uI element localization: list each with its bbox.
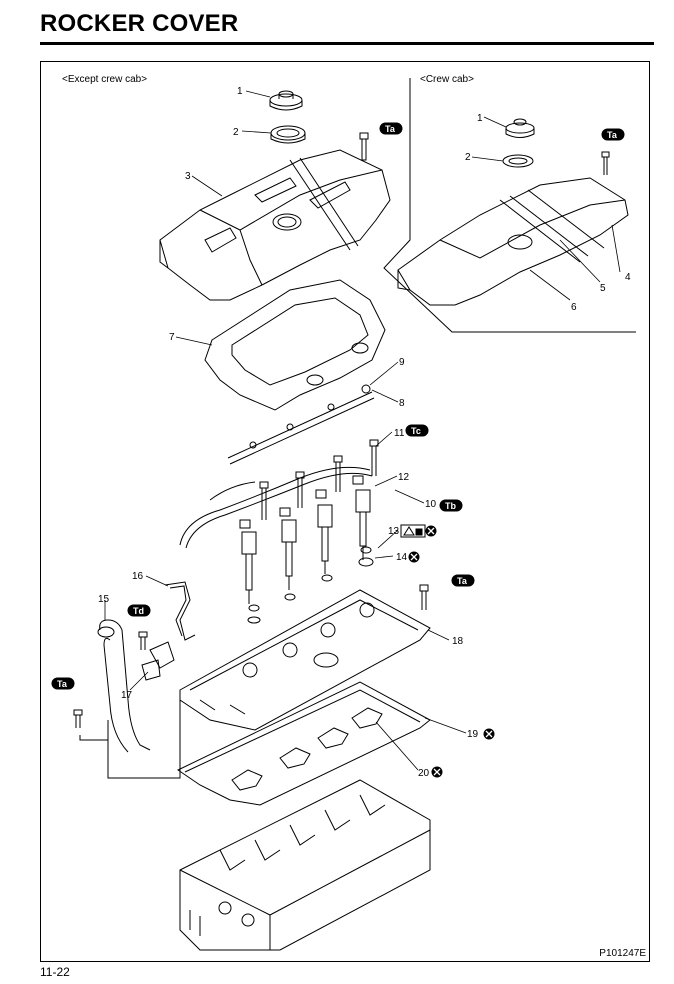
leader-lines <box>104 90 621 771</box>
injector-clamp-bolts <box>259 439 379 520</box>
injector-o-rings <box>247 546 374 624</box>
callout-1: 1 <box>237 86 243 97</box>
callout-20: 20 <box>418 768 430 779</box>
harness-bracket <box>164 581 196 641</box>
callout-12: 12 <box>398 472 410 483</box>
svg-text:Ta: Ta <box>457 576 468 586</box>
callout-17: 17 <box>121 690 133 701</box>
hose-bracket-line <box>79 690 181 779</box>
crew-cab-boundary <box>383 78 636 333</box>
svg-text:Tc: Tc <box>411 426 421 436</box>
crew-cab-oil-filler-cap <box>505 118 535 138</box>
section-label-except-crew-cab: <Except crew cab> <box>62 74 148 85</box>
page-title: ROCKER COVER <box>40 10 239 37</box>
callout-11: 11 <box>394 428 405 439</box>
callout-4: 4 <box>625 272 631 283</box>
callout-19: 19 <box>467 729 479 740</box>
svg-text:Ta: Ta <box>57 679 68 689</box>
breather-hose <box>97 619 151 753</box>
svg-text:Tb: Tb <box>445 501 456 511</box>
page-number: 11-22 <box>40 965 70 979</box>
hose-bolts <box>73 631 148 728</box>
rocker-cover <box>159 149 391 301</box>
callout-5: 5 <box>600 283 606 294</box>
crew-cab-rocker-cover <box>397 177 629 306</box>
torque-badge-ta-3: Ta <box>51 677 75 690</box>
head-cover-gasket <box>177 681 431 806</box>
cylinder-head-cover <box>179 589 431 731</box>
callout-18: 18 <box>452 636 464 647</box>
torque-badge-ta-2: Ta <box>451 574 475 587</box>
injector-1 <box>239 519 257 604</box>
callout-2-crew: 2 <box>465 152 471 163</box>
rocker-cover-bolt <box>359 132 369 161</box>
callout-numbers: 1 2 3 1 2 4 5 6 7 8 9 10 11 12 13 14 15 … <box>98 86 631 779</box>
crew-cab-oil-filler-gasket <box>502 154 534 168</box>
section-label-crew-cab: <Crew cab> <box>420 74 474 85</box>
svg-text:Td: Td <box>133 606 144 616</box>
head-cover-bolt <box>419 584 429 610</box>
non-reusable-part-icon-20 <box>431 766 443 778</box>
callout-8: 8 <box>399 398 405 409</box>
cylinder-head <box>179 779 431 951</box>
torque-badge-td: Td <box>127 604 151 617</box>
figure-code: P101247E <box>599 948 646 959</box>
injector-harness <box>179 466 373 549</box>
oil-filler-cap <box>269 90 303 111</box>
callout-2: 2 <box>233 127 239 138</box>
non-reusable-part-icon-14 <box>408 551 420 563</box>
injector-2 <box>279 507 297 590</box>
oil-filler-gasket <box>270 125 306 144</box>
callout-13: 13 <box>388 526 400 537</box>
svg-text:Ta: Ta <box>607 130 618 140</box>
rocker-cover-frame <box>204 279 386 411</box>
torque-badge-tb: Tb <box>439 499 463 512</box>
callout-9: 9 <box>399 357 405 368</box>
crew-cab-cover-bolt <box>601 151 610 175</box>
torque-badge-ta-1: Ta <box>379 122 403 135</box>
callout-7: 7 <box>169 332 175 343</box>
torque-badge-ta-crew: Ta <box>601 128 625 141</box>
breather-fitting <box>141 641 175 681</box>
spark-plug-gaskets <box>231 707 383 791</box>
callout-3: 3 <box>185 171 191 182</box>
sealant-icon <box>400 524 426 538</box>
callout-6: 6 <box>571 302 577 313</box>
injector-4 <box>352 475 371 560</box>
callout-16: 16 <box>132 571 144 582</box>
title-rule <box>40 42 654 45</box>
non-reusable-part-icon-19 <box>483 728 495 740</box>
callout-1-crew: 1 <box>477 113 483 124</box>
svg-text:Ta: Ta <box>385 124 396 134</box>
diagram-frame <box>40 61 650 962</box>
injector-3 <box>315 489 333 574</box>
non-reusable-part-icon-13 <box>425 525 437 537</box>
callout-15: 15 <box>98 594 110 605</box>
injector-leak-off-pipe <box>227 384 375 465</box>
callout-14: 14 <box>396 552 408 563</box>
callout-10: 10 <box>425 499 437 510</box>
torque-badge-tc: Tc <box>405 424 429 437</box>
